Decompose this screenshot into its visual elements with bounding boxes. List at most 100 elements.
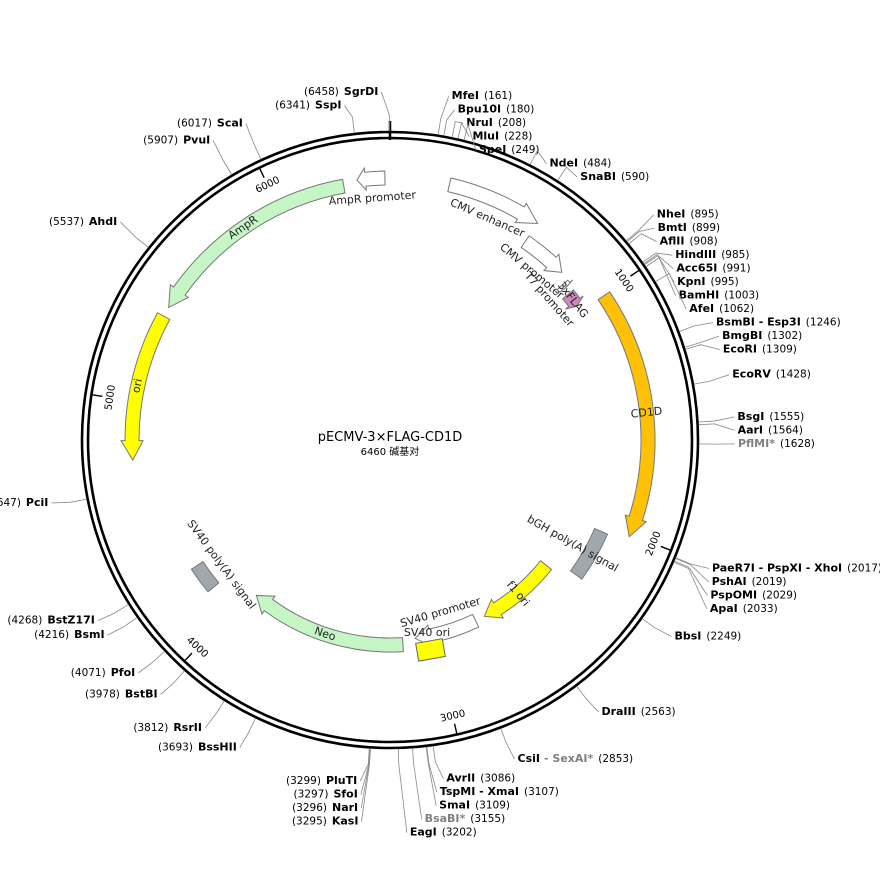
feature-neo: Neo	[255, 594, 404, 653]
site-position: (3202)	[442, 827, 477, 839]
site-name: BsaBI*	[425, 812, 466, 825]
site-label: (4071)PfoI	[71, 666, 135, 679]
site-kpni: KpnI (995)	[644, 255, 739, 288]
site-aflii: AflII(908)	[628, 233, 718, 248]
site-position: (1246)	[806, 317, 841, 329]
site-bpu10i: Bpu10I(180)	[443, 103, 534, 136]
site-leader	[119, 221, 149, 248]
site-position: (1555)	[769, 411, 804, 423]
site-position: (3693)	[158, 742, 193, 754]
site-label: BmtI(899)	[658, 221, 720, 234]
feature-ampr-promoter: AmpR promoter	[328, 166, 417, 208]
site-name: BamHI	[679, 289, 720, 302]
site-label: (5907)PvuI	[143, 134, 210, 147]
site-label: (6458)SgrDI	[304, 85, 378, 98]
site-position: (1309)	[762, 344, 797, 356]
site-position: (5907)	[143, 135, 178, 147]
site-name: BmgBI	[722, 329, 762, 342]
site-label: (6017)ScaI	[177, 117, 243, 130]
site-label: BsaBI*(3155)	[425, 812, 506, 825]
site-leader	[698, 423, 735, 431]
site-name: BbsI	[674, 630, 701, 643]
site-bsmbi-esp3i: BsmBI - Esp3I(1246)	[679, 316, 841, 332]
site-smai: SmaI(3109)	[425, 746, 510, 812]
site-position: (590)	[621, 171, 649, 183]
feature-sv40-ori: SV40 ori	[404, 626, 450, 662]
site-name: PaeR7I - PspXI - XhoI	[712, 561, 842, 574]
site-bstz17i: (4268) BstZ17I	[7, 604, 129, 627]
site-label: (3299)PluTI	[286, 774, 357, 787]
site-leader	[685, 344, 720, 351]
site-name: BssHII	[198, 741, 237, 754]
site-avrii: AvrII(3086)	[432, 745, 515, 785]
site-label: BamHI (1003)	[679, 289, 760, 302]
feature-shape	[447, 177, 539, 225]
site-label: MfeI(161)	[452, 89, 513, 102]
site-leader	[432, 745, 444, 779]
feature-shape	[255, 594, 404, 653]
site-leader	[137, 650, 165, 674]
feature-label: SV40 poly(A) signal	[184, 517, 258, 611]
site-csii: CsiI- SexAI*(2853)	[500, 728, 634, 765]
site-position: (3812)	[133, 722, 168, 734]
site-leader	[529, 149, 547, 165]
site-leader	[643, 254, 674, 269]
site-label: (3296)NarI	[292, 801, 358, 814]
feature-label: Neo	[313, 624, 338, 643]
site-name: PflMI*	[738, 437, 775, 450]
site-position: (3107)	[524, 786, 559, 798]
site-bmti: BmtI(899)	[626, 221, 720, 243]
site-name: SspI	[315, 99, 341, 112]
site-hindiii: HindIII(985)	[642, 248, 749, 263]
site-label: CsiI- SexAI*(2853)	[518, 752, 634, 765]
feature-shape	[520, 235, 563, 273]
tick-label: 6000	[254, 175, 282, 196]
feature-shape	[356, 166, 386, 192]
site-name: NheI	[657, 208, 686, 221]
site-snabi: SnaBI(590)	[557, 166, 649, 183]
site-label: (5537)AhdI	[49, 215, 117, 228]
site-name: PciI	[26, 496, 48, 509]
site-leader	[557, 166, 578, 181]
site-position: (2563)	[641, 706, 676, 718]
site-name: PshAI	[712, 575, 747, 588]
site-leader	[457, 121, 470, 139]
site-position: (484)	[583, 158, 611, 170]
site-leader	[673, 561, 708, 610]
feature-shape	[555, 279, 574, 295]
tick-mark	[183, 652, 193, 662]
feature-cmv-enhancer: CMV enhancer	[447, 177, 539, 240]
site-position: (1003)	[724, 290, 759, 302]
site-name: BstZ17I	[47, 614, 95, 627]
site-position: (1428)	[776, 369, 811, 381]
site-leader	[426, 746, 438, 793]
site-bsabi: BsaBI*(3155)	[412, 748, 506, 825]
site-label: AfeI(1062)	[689, 302, 754, 315]
site-sgrdi: (6458)SgrDI	[304, 85, 390, 132]
site-name: NruI	[466, 116, 493, 129]
site-name: KpnI	[677, 275, 705, 288]
site-label: BmgBI(1302)	[722, 329, 802, 342]
site-leader	[642, 252, 673, 263]
site-name: BsgI	[737, 410, 764, 423]
site-position: (161)	[484, 90, 512, 102]
site-name: AhdI	[89, 215, 117, 228]
tick-mark	[258, 167, 265, 178]
site-label: (3297)SfoI	[294, 788, 358, 801]
site-leader	[675, 557, 709, 583]
site-bsmi: (4216)BsmI	[34, 617, 138, 641]
site-label: BbsI(2249)	[674, 630, 741, 643]
site-ecorv: EcoRV(1428)	[693, 368, 811, 385]
feature-shape	[120, 312, 171, 462]
site-position: (4268)	[7, 615, 42, 627]
site-leader	[684, 335, 720, 348]
site-position: (995)	[710, 276, 738, 288]
site-position: (4647)	[0, 497, 21, 509]
site-leader	[160, 670, 185, 695]
site-name: PluTI	[326, 774, 357, 787]
site-leader	[398, 748, 408, 833]
site-name-secondary: - SexAI*	[544, 752, 593, 765]
site-leader	[679, 322, 714, 332]
site-position: (2019)	[752, 576, 787, 588]
site-label: BsmBI - Esp3I(1246)	[716, 316, 841, 329]
